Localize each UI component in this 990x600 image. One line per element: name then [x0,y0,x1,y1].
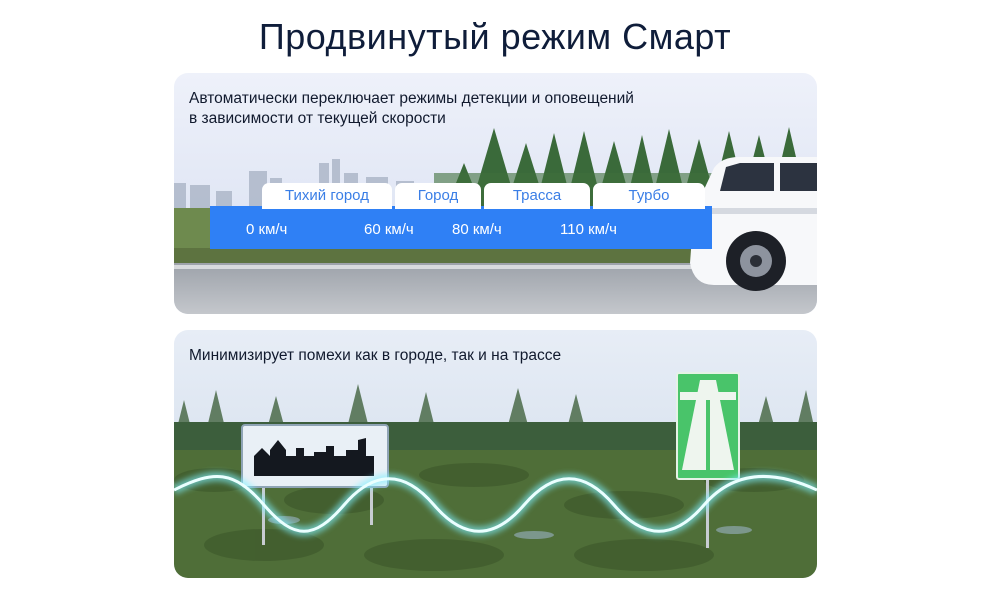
mode-tab-quiet-city: Тихий город [262,183,392,209]
interference-card: Минимизирует помехи как в городе, так и … [174,330,817,578]
mode-tab-turbo: Турбо [593,183,705,209]
caption-line-2: в зависимости от текущей скорости [189,110,446,127]
speed-label-0: 0 км/ч [246,221,288,238]
speed-modes-card: Автоматически переключает режимы детекци… [174,73,817,314]
highway-sign-icon [676,372,740,548]
caption-line-1: Автоматически переключает режимы детекци… [189,90,634,107]
car-illustration [690,157,817,291]
speed-label-110: 110 км/ч [560,221,617,238]
field-scene-illustration [174,330,817,578]
city-sign-icon [241,424,389,545]
signal-wave [174,475,817,533]
mode-tab-highway: Трасса [484,183,590,209]
speed-bar [210,206,712,249]
mode-tab-city: Город [395,183,481,209]
speed-label-60: 60 км/ч [364,221,414,238]
road-scene-illustration [174,73,817,314]
card2-caption: Минимизирует помехи как в городе, так и … [189,347,562,364]
speed-label-80: 80 км/ч [452,221,502,238]
page-title: Продвинутый режим Смарт [258,16,732,57]
card1-caption: Автоматически переключает режимы детекци… [189,89,634,129]
